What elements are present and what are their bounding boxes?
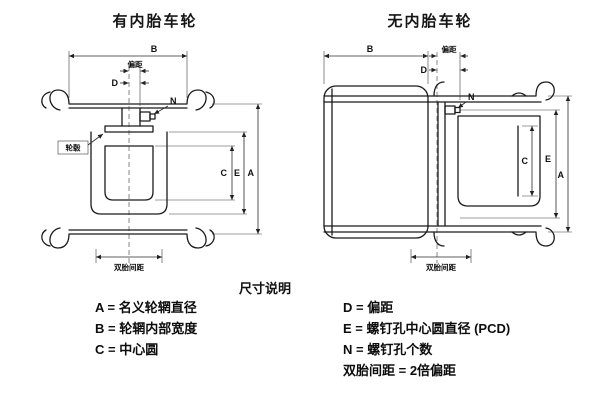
legend-item-d: D = 偏距 xyxy=(343,300,394,315)
right-dim-e: E xyxy=(460,109,560,219)
right-label-n: N xyxy=(468,92,475,102)
right-label-offset: 偏距 xyxy=(442,44,457,54)
left-top-rim-profile xyxy=(41,89,215,111)
legend-item-c: C = 中心圆 xyxy=(95,342,159,357)
left-n-callout: N xyxy=(153,96,177,115)
left-label-a: A xyxy=(248,168,255,178)
legend-item-e: E = 螺钉孔中心圆直径 (PCD) xyxy=(343,321,511,336)
legend-item-dual-spacing: 双胎间距 = 2倍偏距 xyxy=(343,363,457,378)
right-label-d: D xyxy=(421,65,428,75)
left-dim-b: B xyxy=(68,44,188,98)
left-label-n: N xyxy=(170,96,177,106)
legend-item-b: B = 轮辋内部宽度 xyxy=(95,321,198,336)
left-wheel-diagram: B 偏距 D C E A xyxy=(41,44,262,272)
left-label-d: D xyxy=(112,78,119,88)
right-wheel-diagram: B 偏距 D C E A xyxy=(323,44,572,272)
left-label-hub: 轮毂 xyxy=(66,143,81,153)
left-dim-dual-spacing: 双胎间距 xyxy=(95,249,163,272)
right-n-callout: N xyxy=(457,92,475,109)
left-label-c: C xyxy=(221,168,228,178)
right-label-c: C xyxy=(522,156,529,166)
right-label-dual-spacing: 双胎间距 xyxy=(426,262,456,272)
left-dim-a: A xyxy=(212,103,262,235)
left-hub-callout: 轮毂 xyxy=(57,133,104,155)
left-label-offset: 偏距 xyxy=(128,59,143,69)
left-disc-and-hub xyxy=(90,107,168,215)
left-diagram-title: 有内胎车轮 xyxy=(112,13,198,30)
left-bottom-rim-profile xyxy=(41,227,215,249)
hub-bolt-right xyxy=(444,105,461,115)
right-diagram-title: 无内胎车轮 xyxy=(387,13,473,30)
legend-item-n: N = 螺钉孔个数 xyxy=(343,342,433,357)
right-dim-d: D xyxy=(421,65,468,75)
left-label-e: E xyxy=(234,168,240,178)
left-dim-e: E xyxy=(169,131,247,215)
right-label-b: B xyxy=(367,44,374,54)
right-top-rim-profile xyxy=(323,81,555,103)
left-label-b: B xyxy=(151,44,158,54)
right-dim-dual-spacing: 双胎间距 xyxy=(410,249,472,272)
legend-left-column: A = 名义轮辋直径 B = 轮辋内部宽度 C = 中心圆 xyxy=(95,297,197,360)
left-dim-d: D xyxy=(112,78,149,88)
right-dim-b: B xyxy=(323,44,429,84)
right-bottom-rim-profile xyxy=(323,225,555,247)
right-label-e: E xyxy=(545,154,551,164)
legend-item-a: A = 名义轮辋直径 xyxy=(95,300,197,315)
right-disc-and-hub xyxy=(437,101,541,227)
left-dim-c: C xyxy=(155,145,235,201)
left-label-dual-spacing: 双胎间距 xyxy=(114,262,144,272)
hub-bolt xyxy=(139,111,156,122)
left-dim-offset: 偏距 xyxy=(120,59,149,106)
right-barrel xyxy=(323,85,429,239)
legend-right-column: D = 偏距 E = 螺钉孔中心圆直径 (PCD) N = 螺钉孔个数 双胎间距… xyxy=(343,297,510,381)
legend-title: 尺寸说明 xyxy=(238,281,291,296)
right-label-a: A xyxy=(558,170,565,180)
right-dim-c: C xyxy=(522,125,538,197)
right-dim-a: A xyxy=(548,95,572,233)
right-dim-offset: 偏距 xyxy=(429,44,468,100)
